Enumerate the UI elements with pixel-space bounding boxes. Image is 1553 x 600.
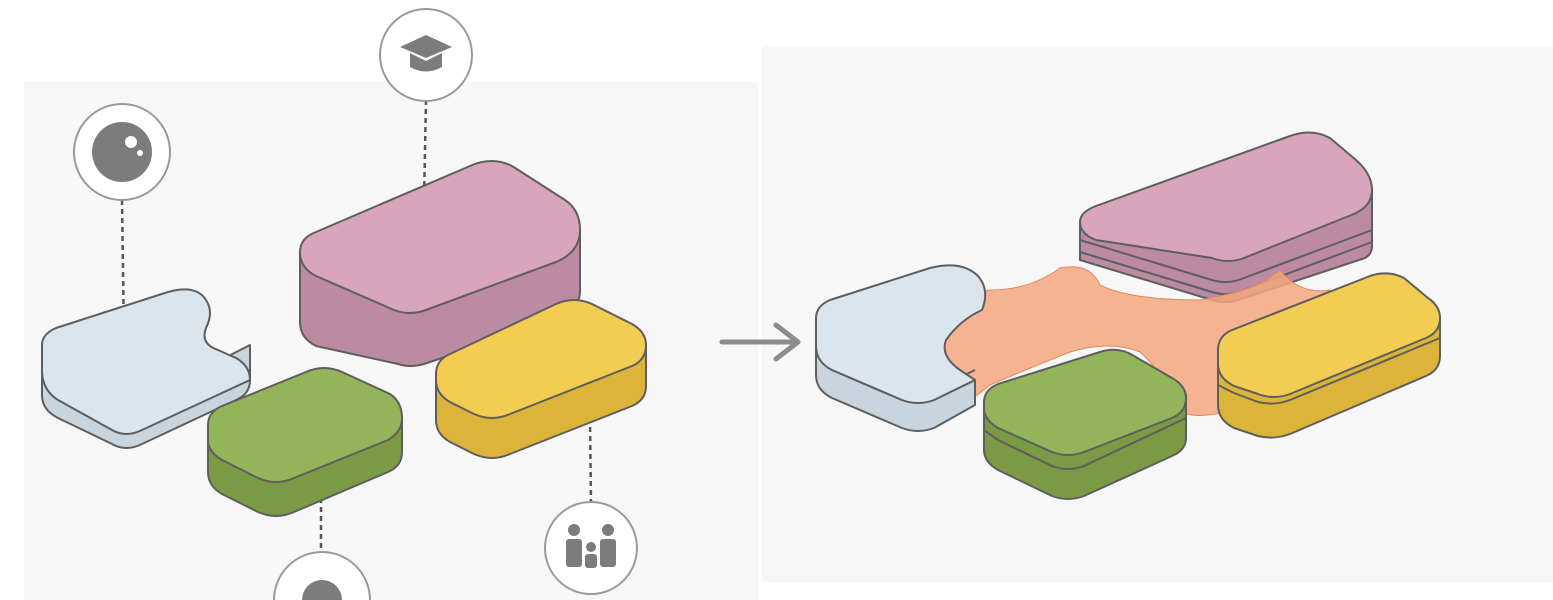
- right-arrow-icon: [719, 322, 801, 362]
- after-light-blue-block-top: [815, 264, 987, 404]
- after-light-blue-block: [815, 264, 987, 432]
- green-block: [207, 367, 403, 517]
- after-green-block-layer-line: [983, 417, 1187, 470]
- after-yellow-block: [1217, 272, 1441, 439]
- light-blue-block-top: [41, 288, 251, 435]
- after-green-block: [983, 348, 1187, 500]
- partial-icon: [273, 551, 371, 600]
- cap-leader-line: [422, 99, 428, 201]
- graduation-cap-icon: [379, 8, 473, 102]
- family-icon: [544, 501, 638, 595]
- after-green-block-top: [983, 348, 1187, 456]
- after-pink-block-top: [1079, 131, 1373, 262]
- after-pink-block: [1079, 131, 1373, 304]
- yellow-block-top: [435, 299, 647, 419]
- green-block-top: [207, 367, 403, 483]
- pink-block-top: [299, 160, 581, 314]
- eye-icon: [73, 103, 171, 201]
- after-yellow-block-layer-line: [1217, 337, 1441, 405]
- yellow-block: [435, 299, 647, 459]
- family-leader-line: [588, 417, 593, 506]
- after-yellow-block-top: [1217, 272, 1441, 398]
- after-pink-block-layer-line: [1079, 229, 1373, 284]
